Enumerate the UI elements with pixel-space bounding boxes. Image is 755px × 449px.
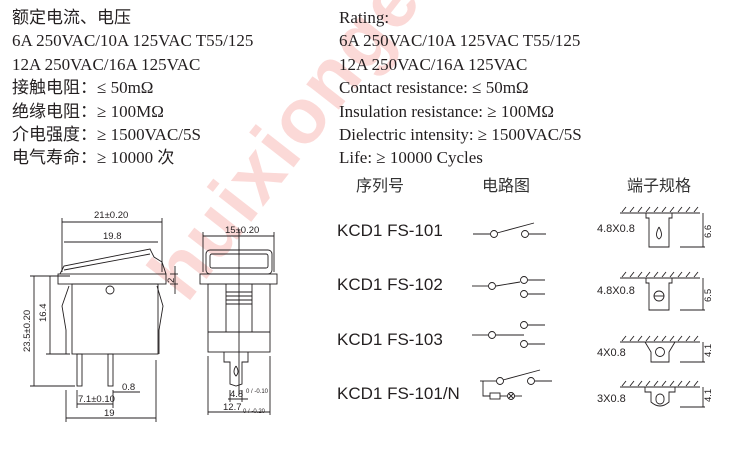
dim-tab-tolerance: 0 / -0.10 — [246, 389, 269, 395]
spec-line: 电气寿命：≥ 10000 次 — [12, 148, 175, 168]
terminal-size: 3X0.8 — [597, 393, 626, 405]
spec-line: 接触电阻：≤ 50mΩ — [12, 78, 154, 98]
terminal-height: 6.5 — [703, 289, 714, 302]
dim-total-height: 23.5±0.20 — [22, 310, 33, 352]
spec-line: Insulation resistance: ≥ 100MΩ — [339, 101, 555, 121]
circuit-spst — [473, 222, 546, 238]
spec-line: 6A 250VAC/10A 125VAC T55/125 — [12, 31, 254, 51]
spec-line: Rating: — [339, 8, 390, 27]
spec-line: 介电强度：≥ 1500VAC/5S — [12, 124, 201, 144]
spec-line: 12A 250VAC/16A 125VAC — [12, 54, 201, 74]
terminal-height: 6.6 — [703, 225, 714, 238]
spec-line: 6A 250VAC/10A 125VAC T55/125 — [339, 31, 581, 51]
terminal-1 — [620, 206, 705, 248]
circuit-spst-lamp — [480, 369, 552, 400]
dim-body-height: 16.4 — [38, 304, 49, 323]
dim-front-width: 21±0.20 — [94, 210, 128, 221]
circuit-spdt — [472, 276, 545, 298]
terminal-3 — [620, 335, 705, 363]
dim-side-width: 15±0.20 — [225, 225, 259, 236]
terminal-size: 4.8X0.8 — [597, 223, 635, 235]
header-circuit: 电路图 — [482, 176, 531, 195]
side-view — [199, 230, 278, 415]
model-label: KCD1 FS-102 — [337, 275, 443, 294]
model-label: KCD1 FS-101/N — [337, 384, 460, 403]
spec-line: 12A 250VAC/16A 125VAC — [339, 54, 528, 74]
dim-tab-width: 4.8 — [230, 389, 243, 400]
spec-line: 额定电流、电压 — [12, 8, 131, 27]
front-view — [30, 218, 178, 422]
circuit-spdt-center-off — [472, 321, 545, 348]
dim-flange-height: 2 — [166, 278, 177, 283]
terminal-height: 4.1 — [703, 344, 714, 357]
terminal-height: 4.1 — [703, 389, 714, 402]
dim-rocker-width: 19.8 — [103, 231, 122, 242]
terminal-4 — [620, 380, 705, 408]
terminal-2 — [620, 271, 705, 311]
spec-line: Dielectric intensity: ≥ 1500VAC/5S — [339, 124, 582, 144]
header-terminal: 端子规格 — [627, 176, 692, 195]
dim-pin-spacing: 7.1±0.10 — [78, 394, 115, 405]
model-label: KCD1 FS-103 — [337, 330, 443, 349]
terminal-size: 4X0.8 — [597, 347, 626, 359]
dim-pin-thickness: 0.8 — [122, 382, 135, 393]
spec-line: Life: ≥ 10000 Cycles — [339, 148, 483, 168]
spec-line: Contact resistance: ≤ 50mΩ — [339, 78, 529, 98]
dim-side-base: 12.7 — [223, 402, 242, 413]
specs-english: Rating: 6A 250VAC/10A 125VAC T55/125 12A… — [339, 6, 582, 170]
header-model: 序列号 — [356, 176, 405, 195]
dim-side-base-tolerance: 0 / -0.20 — [243, 409, 266, 415]
model-label: KCD1 FS-101 — [337, 221, 443, 240]
spec-line: 绝缘电阻：≥ 100MΩ — [12, 101, 164, 121]
specs-chinese: 额定电流、电压 6A 250VAC/10A 125VAC T55/125 12A… — [12, 6, 253, 170]
dim-body-width: 19 — [104, 408, 115, 419]
terminal-size: 4.8X0.8 — [597, 285, 635, 297]
